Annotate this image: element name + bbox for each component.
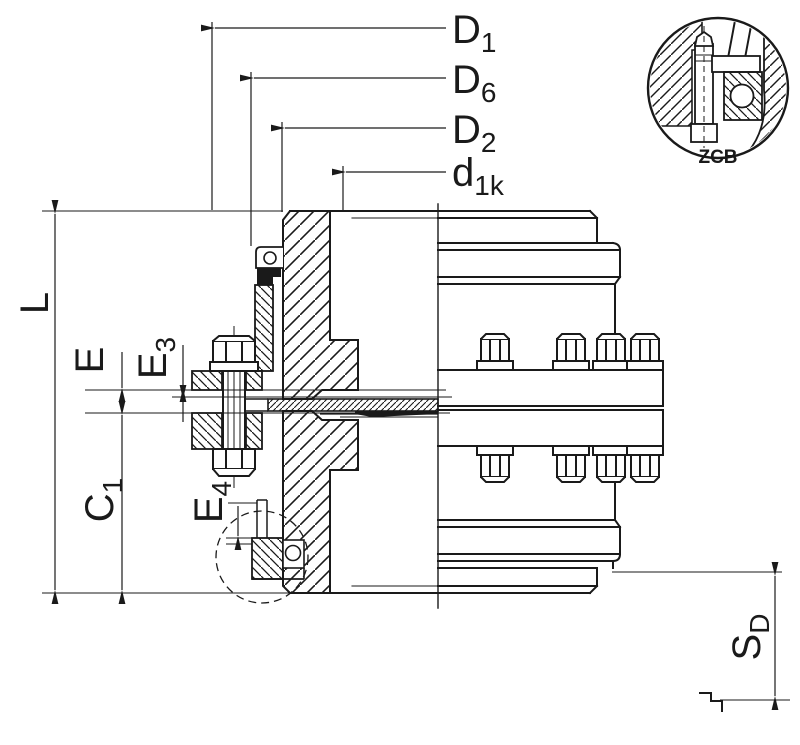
lower-clamp-detail xyxy=(215,499,309,604)
label-e: E xyxy=(68,347,112,374)
dim-e4 xyxy=(226,502,257,550)
inset-ball xyxy=(729,83,755,109)
ball-element xyxy=(284,544,302,562)
label-e3: E3 xyxy=(131,337,181,379)
bolt-head xyxy=(212,340,256,363)
seal-block xyxy=(257,277,273,285)
dim-d6 xyxy=(240,72,446,246)
flange-nuts-bottom-row xyxy=(476,445,664,483)
nut xyxy=(592,333,630,371)
dimension-system xyxy=(42,22,790,712)
inset-circle-border xyxy=(646,16,790,160)
nut xyxy=(552,445,590,483)
dim-d1k xyxy=(332,166,446,210)
shaft-end-step-symbol xyxy=(699,692,723,712)
label-d1: D1 xyxy=(452,8,496,58)
flange-nuts-top-row xyxy=(476,333,664,371)
dimension-labels: D1 D6 D2 d1k L E E3 C1 E4 SD xyxy=(13,8,775,660)
label-l: L xyxy=(13,292,57,314)
label-sd: SD xyxy=(725,614,775,661)
nut xyxy=(476,445,514,483)
nut xyxy=(592,445,630,483)
label-d6: D6 xyxy=(452,58,496,108)
label-c1: C1 xyxy=(78,478,128,522)
ball-element xyxy=(263,251,277,265)
dim-sd xyxy=(612,562,790,712)
inset-label: ZCB xyxy=(698,147,737,168)
clamping-bolt xyxy=(209,326,259,488)
hub-upper-section xyxy=(282,210,359,400)
upper-clamp-ring xyxy=(254,246,283,372)
inset-bracket-arm xyxy=(711,55,761,73)
detail-inset-zcb: ZCB xyxy=(646,16,790,168)
label-d2: D2 xyxy=(452,108,496,158)
bolt-nut xyxy=(212,448,256,470)
seal-block xyxy=(257,268,281,277)
dim-d1 xyxy=(201,22,446,210)
nut xyxy=(476,333,514,371)
lamella-pack xyxy=(246,398,439,418)
nut xyxy=(626,333,664,371)
label-d1k: d1k xyxy=(452,151,505,201)
label-e4: E4 xyxy=(187,481,237,523)
bolt-flange-rings xyxy=(191,370,263,450)
nut xyxy=(626,445,664,483)
dim-d2 xyxy=(271,122,446,212)
detail-reference-circle xyxy=(215,510,309,604)
bolt-washer xyxy=(209,361,259,372)
nut xyxy=(552,333,590,371)
dim-l xyxy=(42,200,332,604)
